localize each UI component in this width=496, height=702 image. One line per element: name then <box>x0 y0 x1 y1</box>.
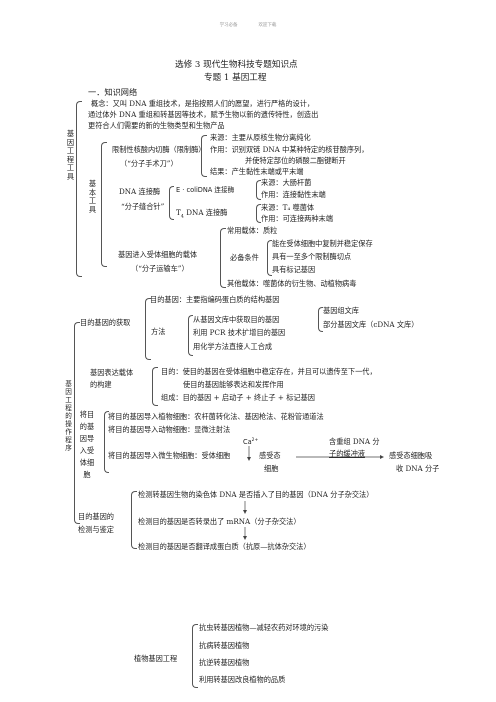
introduce-brace <box>104 411 109 473</box>
document-title: 选修 3 现代生物科技专题知识点 <box>175 60 298 70</box>
enzyme-result: 结果：产生黏性末端或平末端 <box>210 167 304 176</box>
t4-rest: DNA 连接酶 <box>183 208 228 217</box>
detect-name-2: 检测与鉴定 <box>78 525 114 534</box>
tools-label: 基因工程工具 <box>66 129 75 181</box>
calcium-charge: 2+ <box>251 438 259 443</box>
enzyme-action-1: 作用：识别双链 DNA 中某种特定的核苷酸序列， <box>210 145 369 154</box>
plant-eng-name: 植物基因工程 <box>134 654 178 663</box>
ligase-ecoli: E · coliDNA 连接酶 <box>176 186 235 194</box>
enzyme-alias: （“分子手术刀”） <box>120 159 178 168</box>
tools-brace <box>76 101 82 277</box>
concept-line-2: 通过体外 DNA 重组和转基因等技术，赋予生物以新的遗传特性，创造出 <box>88 110 319 119</box>
vector-alias: （“分子运输车”） <box>131 264 189 273</box>
buffer-arrowhead <box>380 455 384 459</box>
enzyme-brace <box>201 135 207 177</box>
construct-brace <box>152 367 158 406</box>
vector-common: 常用载体：质粒 <box>227 226 278 235</box>
detect-name-1: 目的基因的 <box>78 512 114 521</box>
method-1: 从基因文库中获取目的基因 <box>193 315 280 324</box>
construct-purpose-2: 使目的基因能够表达和发挥作用 <box>183 380 284 389</box>
header-left: 学习必备 <box>219 23 238 28</box>
detect-brace <box>131 491 137 549</box>
method-3: 用化学方法直接人工合成 <box>193 342 273 351</box>
t4-brace <box>256 204 261 223</box>
method-brace <box>188 315 193 356</box>
introduce-microbe: 将目的基因导入微生物细胞：受体细胞 <box>108 451 231 460</box>
absorb-label-1: 感受态细胞吸 <box>389 451 433 460</box>
detect-arrowhead-1 <box>243 510 247 514</box>
recombinant-label-2: 子的缓冲液 <box>329 449 365 458</box>
t4-subscript: 4 <box>180 213 184 220</box>
t4-action: 作用：可连接两种末端 <box>261 214 333 223</box>
t4-letter: T <box>176 208 181 217</box>
ecoli-source: 来源：大肠杆菌 <box>261 178 312 187</box>
condition-1: 能在受体细胞中复制并稳定保存 <box>272 239 373 248</box>
calcium-label: Ca2+ <box>243 436 258 447</box>
plant-item-4: 利用转基因改良植物的品质 <box>199 675 286 684</box>
plant-item-3: 抗逆转基因植物 <box>199 658 250 667</box>
enzyme-name: 限制性核酸内切酶（限制酶） <box>112 145 206 154</box>
concept-line-3: 更符合人们需要的新的生物类型和生物产品 <box>88 121 225 130</box>
ecoli-action: 作用：连接黏性末端 <box>261 190 326 199</box>
absorb-label-2: 收 DNA 分子 <box>396 464 440 473</box>
detect-arrowhead-2 <box>243 536 247 540</box>
construct-components: 组成：目的基因 + 启动子 + 终止子 + 标记基因 <box>161 393 315 402</box>
acquire-method: 方法 <box>151 327 166 336</box>
competent-label: 感受态 <box>259 451 281 460</box>
introduce-plant: 将目的基因导入植物细胞：农杆菌转化法、基因枪法、花粉管通道法 <box>108 412 324 421</box>
construct-name-1: 基因表达载体 <box>90 368 134 377</box>
vector-name: 基因进入受体细胞的载体 <box>118 250 198 259</box>
condition-2: 具有一至多个限制酶切点 <box>272 252 352 261</box>
condition-3: 具有标记基因 <box>272 265 316 274</box>
enzyme-action-2: 并使特定部位的磷酸二酯键断开 <box>245 156 346 165</box>
document-subtitle: 专题 1 基因工程 <box>204 73 267 83</box>
detect-step-1: 检测转基因生物的染色体 DNA 是否插入了目的基因（DNA 分子杂交法） <box>138 490 374 499</box>
procedure-label: 基因工程的操作程序 <box>65 380 72 452</box>
section-heading: 一．知识网络 <box>88 87 138 97</box>
ligase-t4: T4 DNA 连接酶 <box>176 208 227 221</box>
method-2: 利用 PCR 技术扩增目的基因 <box>193 328 286 337</box>
construct-purpose-1: 目的：使目的基因在受体细胞中稳定存在，并且可以遗传至下一代， <box>161 367 377 376</box>
ligase-brace <box>169 186 174 220</box>
acquire-target: 目的基因：主要指编码蛋白质的结构基因 <box>150 295 280 304</box>
plant-brace <box>192 624 198 688</box>
library-brace <box>318 307 323 332</box>
enzyme-source: 来源：主要从原核生物分离纯化 <box>210 133 311 142</box>
page-header: 学习必备 欢迎下载 <box>0 22 496 28</box>
vector-brace <box>220 228 226 288</box>
introduce-animal: 将目的基因导入动物细胞：显微注射法 <box>108 425 231 434</box>
vector-condition: 必备条件 <box>230 253 259 262</box>
acquire-name: 目的基因的获取 <box>80 318 131 327</box>
ligase-name: DNA 连接酶 <box>119 187 161 196</box>
detect-step-3: 检测目的基因是否翻译成蛋白质（抗原—抗体杂交法） <box>138 542 311 551</box>
construct-name-2: 的构建 <box>90 380 112 389</box>
concept-line-1: 概念：又叫 DNA 重组技术，是指按照人们的愿望，进行严格的设计， <box>91 99 315 108</box>
competent-cell-label: 细胞 <box>264 464 279 473</box>
header-right: 欢迎下载 <box>258 23 277 28</box>
library-1: 基因组文库 <box>323 306 359 315</box>
library-2: 部分基因文库（cDNA 文库） <box>323 320 419 329</box>
procedure-brace <box>74 322 80 524</box>
introduce-name: 将目的基因导入受体细胞 <box>79 410 95 479</box>
basic-tools-brace <box>101 142 107 267</box>
basic-tools-label: 基本工具 <box>88 179 97 214</box>
detect-step-2: 检测目的基因是否转录出了 mRNA（分子杂交法） <box>138 517 301 526</box>
ca-arrowhead <box>247 457 251 461</box>
plant-item-1: 抗虫转基因植物—减轻农药对环境的污染 <box>199 623 329 632</box>
plant-item-2: 抗病转基因植物 <box>199 641 250 650</box>
ligase-alias: “分子缝合针” <box>121 202 165 211</box>
vector-other: 其他载体：噬菌体的衍生物、动植物病毒 <box>227 279 357 288</box>
calcium-symbol: Ca <box>243 438 252 447</box>
t4-source: 来源：T₄ 噬菌体 <box>261 203 315 212</box>
condition-brace <box>267 240 272 276</box>
ecoli-brace <box>256 180 261 200</box>
recombinant-label-1: 含重组 DNA 分 <box>329 437 380 446</box>
acquire-brace <box>145 298 151 360</box>
